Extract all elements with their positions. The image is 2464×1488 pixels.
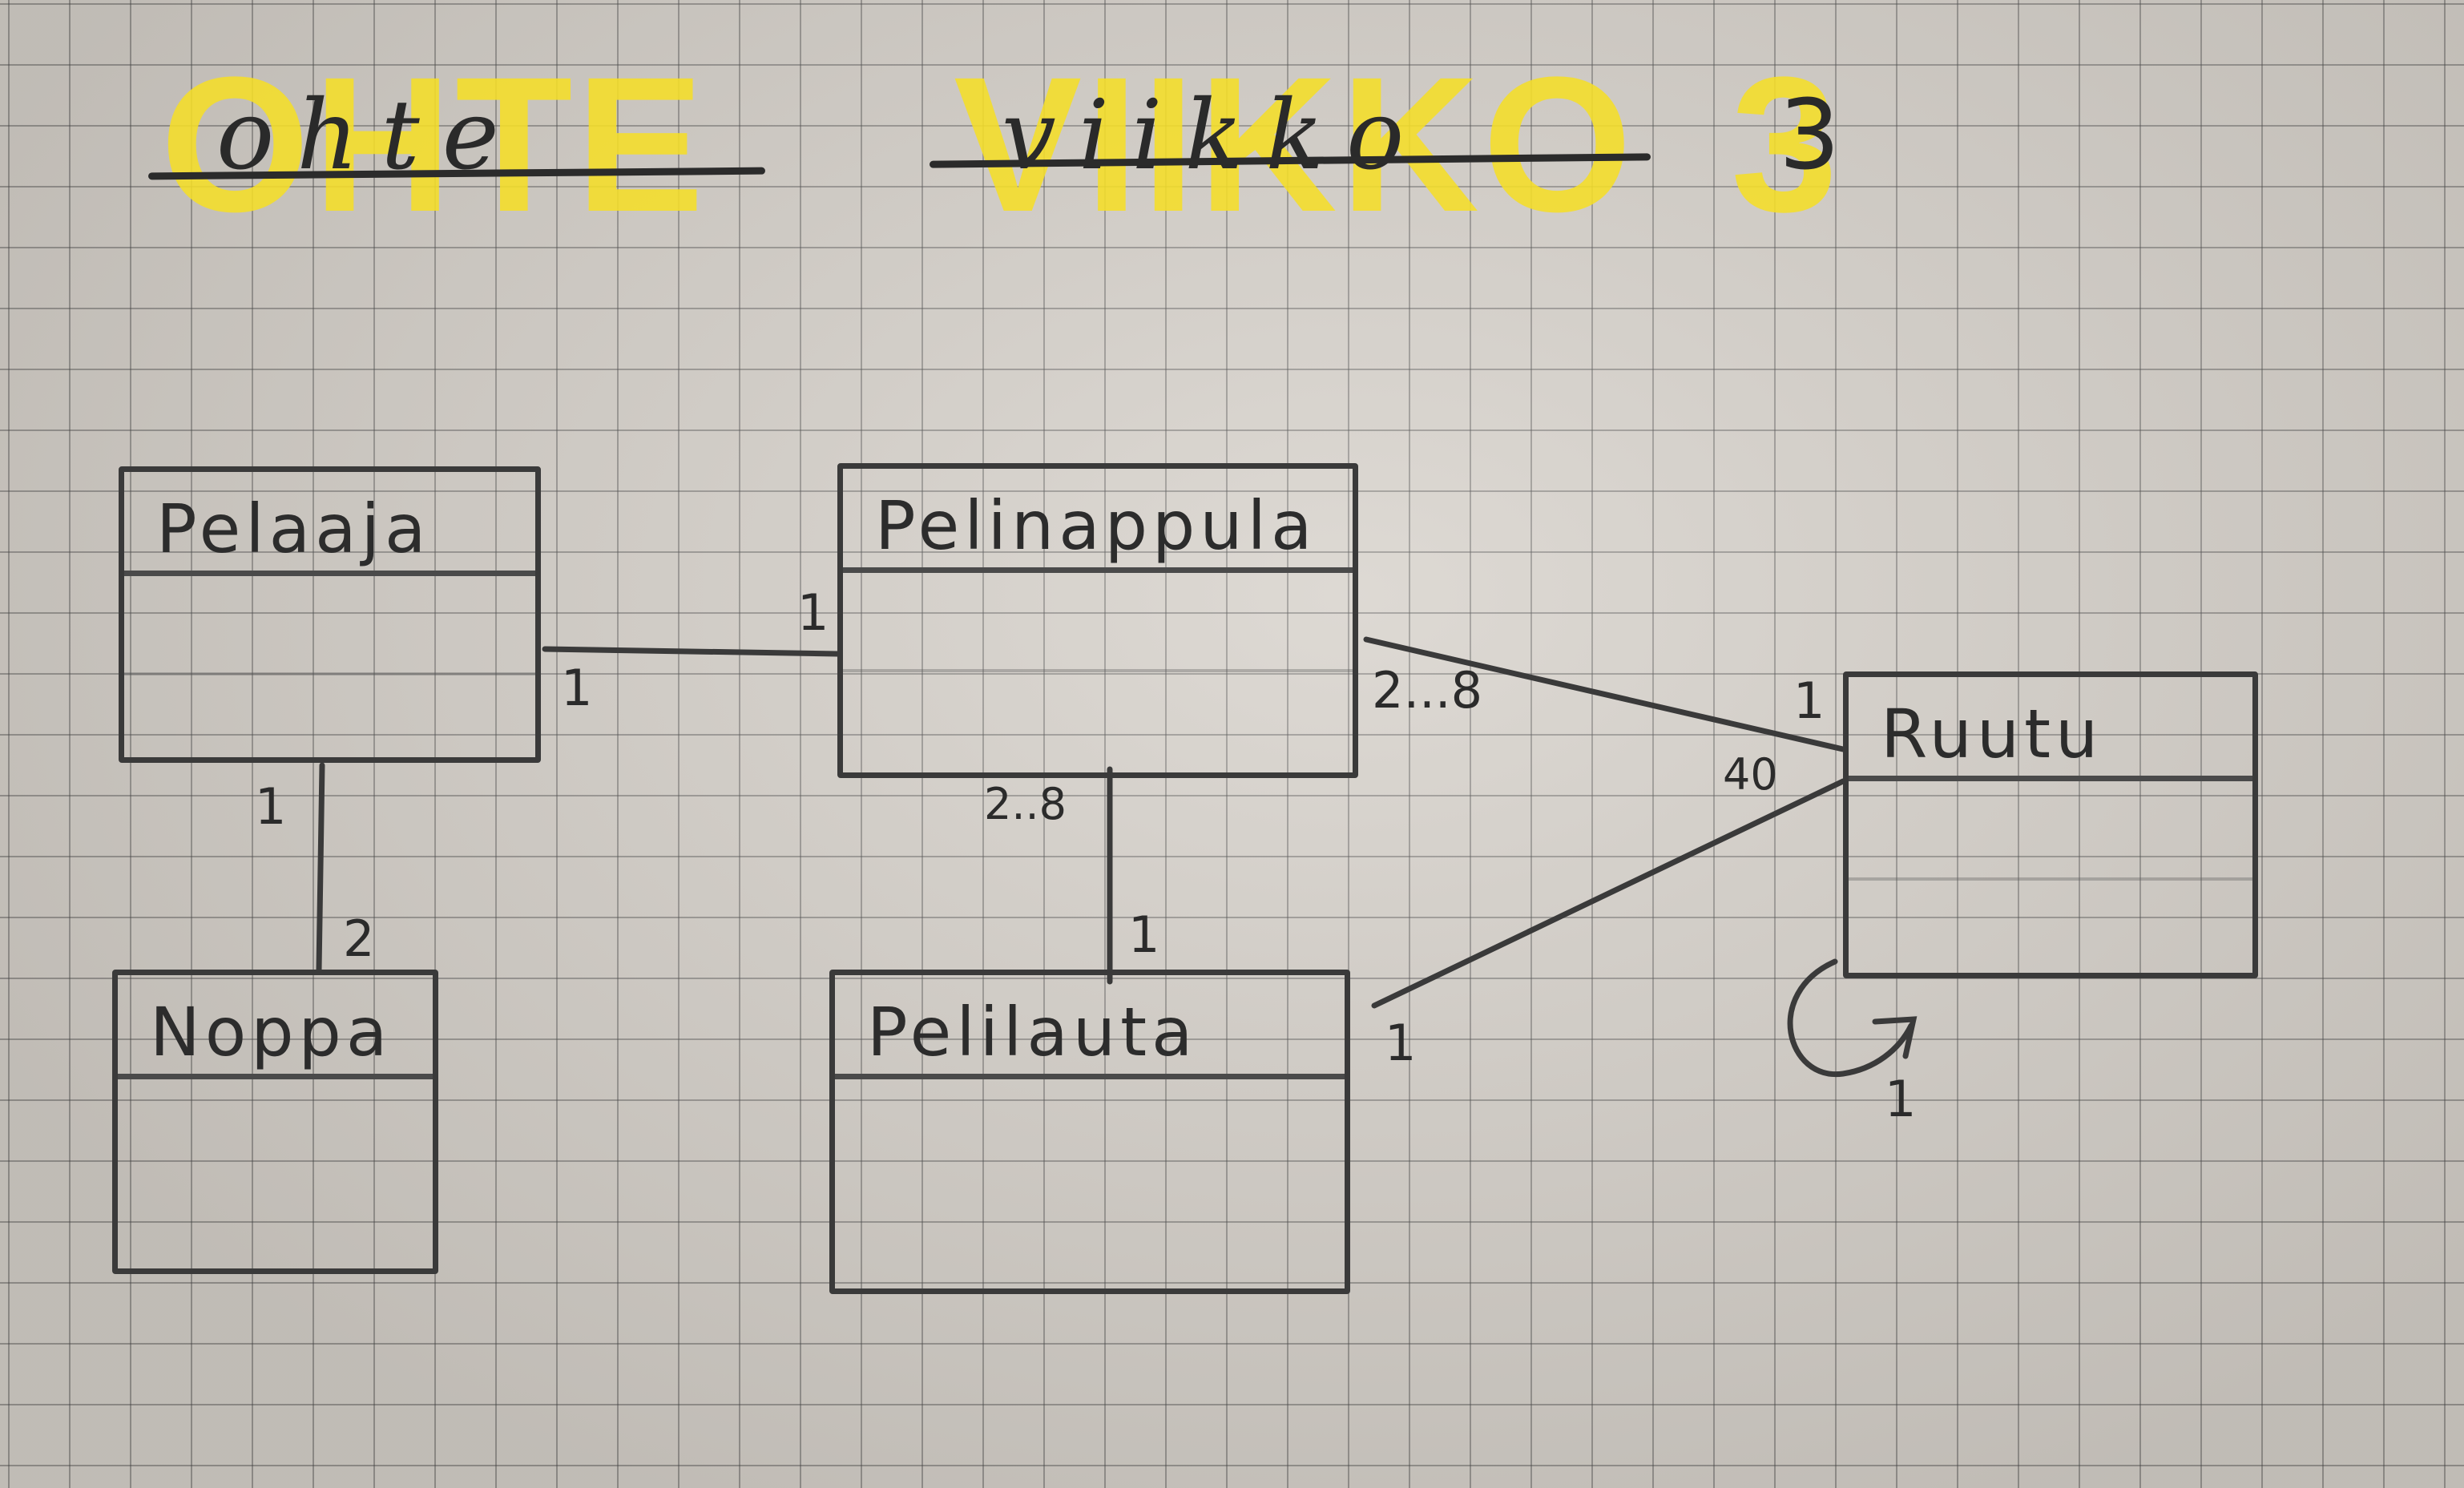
mult-pelinappula-ruutu-to: 1 (1793, 671, 1825, 730)
mult-pelaaja-pelinappula-to: 1 (797, 583, 829, 642)
link-pelaaja-pelinappula (542, 646, 841, 657)
class-name-pelinappula: Pelinappula (843, 469, 1353, 573)
mult-pelilauta-ruutu-from: 1 (1385, 1014, 1417, 1072)
link-pelinappula-ruutu (1363, 636, 1846, 752)
title-handwritten-1: ohte (216, 80, 522, 192)
title-handwritten-3: 3 (1779, 80, 1863, 192)
class-name-ruutu: Ruutu (1849, 677, 2252, 781)
mult-ruutu-self: 1 (1885, 1070, 1917, 1128)
title-highlight-3: 3 (1731, 37, 1841, 252)
title-highlight-1: OHTE (160, 37, 708, 252)
class-noppa: Noppa (112, 970, 438, 1274)
self-loop-arrowhead (1872, 1016, 1918, 1059)
class-ruutu: Ruutu (1843, 671, 2258, 978)
link-pelilauta-ruutu (1371, 778, 1846, 1009)
mult-pelinappula-ruutu-from: 2...8 (1372, 661, 1483, 720)
class-pelaaja: Pelaaja (119, 466, 541, 763)
class-pelilauta: Pelilauta (829, 970, 1350, 1294)
class-name-noppa: Noppa (118, 975, 433, 1079)
mult-pelilauta-ruutu-to: 40 (1723, 749, 1778, 800)
link-ruutu-self (1787, 958, 1914, 1078)
mult-pelaaja-pelinappula-from: 1 (561, 659, 593, 717)
title-highlight-2: VIIKKO (954, 37, 1635, 252)
title-handwritten-2: viikko (1002, 80, 1427, 192)
mult-pelaaja-noppa-to: 2 (343, 909, 375, 968)
link-pelaaja-noppa (316, 762, 325, 973)
mult-pelinappula-pelilauta-from: 2..8 (984, 779, 1067, 829)
mult-pelaaja-noppa-from: 1 (255, 777, 287, 836)
class-name-pelaaja: Pelaaja (124, 472, 535, 576)
class-pelinappula: Pelinappula (837, 463, 1358, 778)
class-name-pelilauta: Pelilauta (835, 975, 1345, 1079)
mult-pelinappula-pelilauta-to: 1 (1128, 905, 1160, 964)
